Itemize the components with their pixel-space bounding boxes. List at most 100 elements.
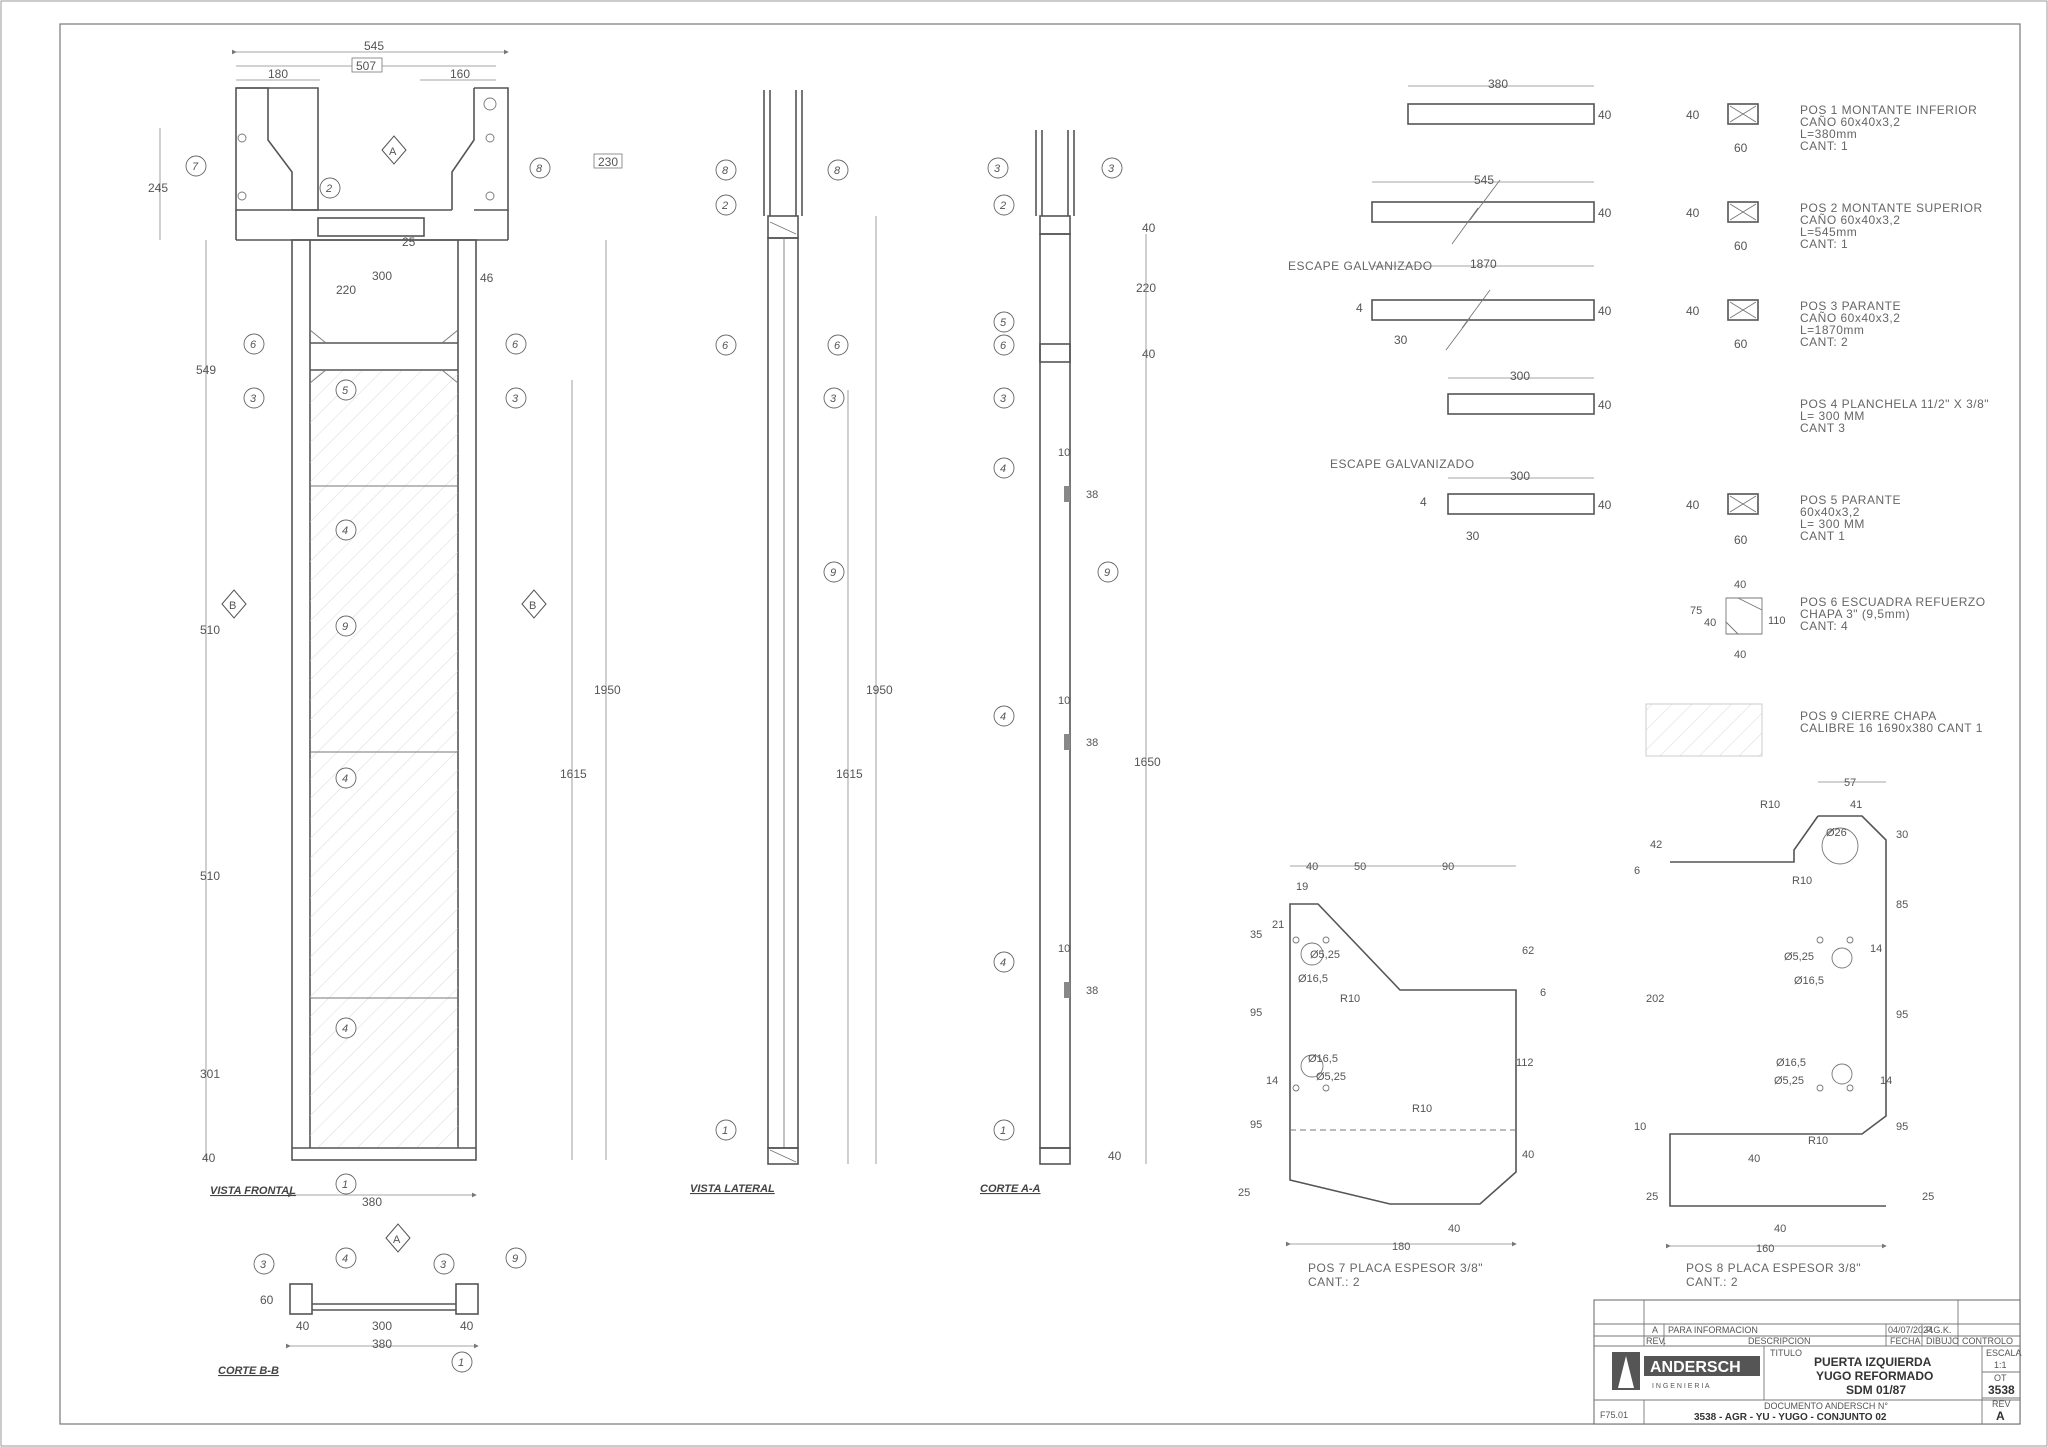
company-logo: ANDERSCH I N G E N I E R I A [1612, 1352, 1760, 1390]
svg-text:41: 41 [1850, 799, 1862, 811]
svg-text:300: 300 [1510, 469, 1530, 483]
svg-text:DOCUMENTO ANDERSCH N°: DOCUMENTO ANDERSCH N° [1764, 1401, 1888, 1411]
svg-text:1870: 1870 [1470, 257, 1497, 271]
svg-text:2: 2 [325, 183, 332, 195]
svg-text:L=1870mm: L=1870mm [1800, 323, 1864, 337]
svg-text:40: 40 [1686, 304, 1700, 318]
svg-text:FECHA: FECHA [1890, 1336, 1921, 1346]
svg-text:L= 300 MM: L= 300 MM [1800, 517, 1865, 531]
svg-text:40: 40 [1142, 347, 1156, 361]
svg-text:CANT: 1: CANT: 1 [1800, 237, 1848, 251]
svg-text:40: 40 [202, 1151, 216, 1165]
svg-text:40: 40 [1598, 108, 1612, 122]
aa-balloon-9: 9 [1097, 561, 1119, 583]
svg-text:40: 40 [460, 1319, 474, 1333]
svg-text:40: 40 [1598, 498, 1612, 512]
svg-text:Ø16,5: Ø16,5 [1298, 973, 1328, 985]
svg-text:CAÑO 60x40x3,2: CAÑO 60x40x3,2 [1800, 115, 1900, 129]
svg-text:40: 40 [1748, 1153, 1760, 1165]
svg-text:38: 38 [1086, 489, 1098, 501]
svg-text:507: 507 [356, 59, 376, 73]
svg-text:2: 2 [999, 200, 1006, 212]
svg-text:R10: R10 [1760, 799, 1780, 811]
svg-text:1950: 1950 [866, 683, 893, 697]
svg-text:3: 3 [994, 163, 1001, 175]
svg-text:10: 10 [1058, 943, 1070, 955]
balloon-9: 9 [335, 615, 357, 637]
svg-text:1: 1 [342, 1179, 348, 1191]
svg-text:545: 545 [1474, 173, 1494, 187]
svg-text:19: 19 [1296, 881, 1308, 893]
svg-text:Ø16,5: Ø16,5 [1776, 1057, 1806, 1069]
svg-text:6: 6 [834, 340, 841, 352]
svg-text:4: 4 [342, 1023, 348, 1035]
aa-balloon-1: 1 [993, 1119, 1015, 1141]
svg-text:40: 40 [1686, 206, 1700, 220]
svg-text:30: 30 [1896, 829, 1908, 841]
svg-text:60: 60 [1734, 533, 1748, 547]
svg-text:180: 180 [1392, 1241, 1410, 1253]
svg-text:14: 14 [1880, 1075, 1892, 1087]
svg-text:549: 549 [196, 363, 216, 377]
svg-text:25: 25 [402, 235, 416, 249]
svg-text:380: 380 [362, 1195, 382, 1209]
svg-text:POS 4 PLANCHELA 11/2" X 3/8": POS 4 PLANCHELA 11/2" X 3/8" [1800, 397, 1989, 411]
svg-text:40: 40 [1108, 1149, 1122, 1163]
svg-text:300: 300 [372, 1319, 392, 1333]
svg-text:40: 40 [1598, 206, 1612, 220]
svg-text:40: 40 [1704, 617, 1716, 629]
svg-text:60: 60 [260, 1293, 274, 1307]
svg-text:10: 10 [1058, 695, 1070, 707]
svg-text:PARA INFORMACION: PARA INFORMACION [1668, 1325, 1758, 1335]
svg-text:Ø5,25: Ø5,25 [1774, 1075, 1804, 1087]
svg-text:OT: OT [1994, 1373, 2007, 1383]
svg-text:CAÑO 60x40x3,2: CAÑO 60x40x3,2 [1800, 311, 1900, 325]
svg-text:A: A [389, 146, 397, 158]
svg-text:R10: R10 [1412, 1103, 1432, 1115]
svg-text:1:1: 1:1 [1994, 1360, 2007, 1370]
svg-text:6: 6 [722, 340, 729, 352]
svg-text:4: 4 [1000, 463, 1006, 475]
svg-text:1615: 1615 [560, 767, 587, 781]
svg-text:6: 6 [512, 339, 519, 351]
svg-text:CANT 1: CANT 1 [1800, 529, 1845, 543]
aa-balloon-6: 6 [993, 334, 1015, 356]
svg-text:301: 301 [200, 1067, 220, 1081]
aa-balloon-3b: 3 [993, 387, 1015, 409]
svg-text:21: 21 [1272, 919, 1284, 931]
svg-text:300: 300 [372, 269, 392, 283]
balloon-2: 2 [319, 177, 341, 199]
part-sketches: 380 40 545 40 1870 40 ESCAPE GALVANIZADO… [1288, 77, 1612, 543]
svg-text:40: 40 [1686, 498, 1700, 512]
corte-b-b-label: CORTE B-B [218, 1365, 279, 1377]
svg-text:ESCAPE GALVANIZADO: ESCAPE GALVANIZADO [1288, 259, 1433, 273]
svg-text:62: 62 [1522, 945, 1534, 957]
svg-text:40: 40 [1306, 861, 1318, 873]
svg-text:3: 3 [250, 393, 257, 405]
svg-text:180: 180 [268, 67, 288, 81]
svg-text:Ø5,25: Ø5,25 [1784, 951, 1814, 963]
svg-text:ESCALA: ESCALA [1986, 1348, 2022, 1358]
svg-text:60: 60 [1734, 337, 1748, 351]
pos9-hatch-swatch [1645, 703, 1763, 757]
pos8-plate: 57 41 R10 Ø26 30 42 6 R10 85 Ø5,25 14 Ø1… [1634, 777, 1934, 1289]
svg-text:60x40x3,2: 60x40x3,2 [1800, 505, 1860, 519]
balloon-1: 1 [335, 1173, 357, 1195]
svg-text:40: 40 [1598, 398, 1612, 412]
svg-text:ESCAPE GALVANIZADO: ESCAPE GALVANIZADO [1330, 457, 1475, 471]
svg-text:9: 9 [342, 621, 348, 633]
svg-text:4: 4 [342, 773, 348, 785]
vista-frontal-label: VISTA FRONTAL [210, 1185, 296, 1197]
lateral-balloon-2: 2 [715, 194, 737, 216]
svg-text:Ø16,5: Ø16,5 [1794, 975, 1824, 987]
svg-text:60: 60 [1734, 141, 1748, 155]
svg-text:2: 2 [721, 200, 728, 212]
svg-text:40: 40 [1734, 579, 1746, 591]
corte-b-b: 60 40 300 40 380 A 3 4 3 9 1 CORTE B-B [218, 1223, 527, 1377]
svg-text:L=545mm: L=545mm [1800, 225, 1857, 239]
svg-text:3538 - AGR - YU - YUGO - CONJU: 3538 - AGR - YU - YUGO - CONJUNTO 02 [1694, 1412, 1887, 1423]
svg-text:4: 4 [1000, 957, 1006, 969]
